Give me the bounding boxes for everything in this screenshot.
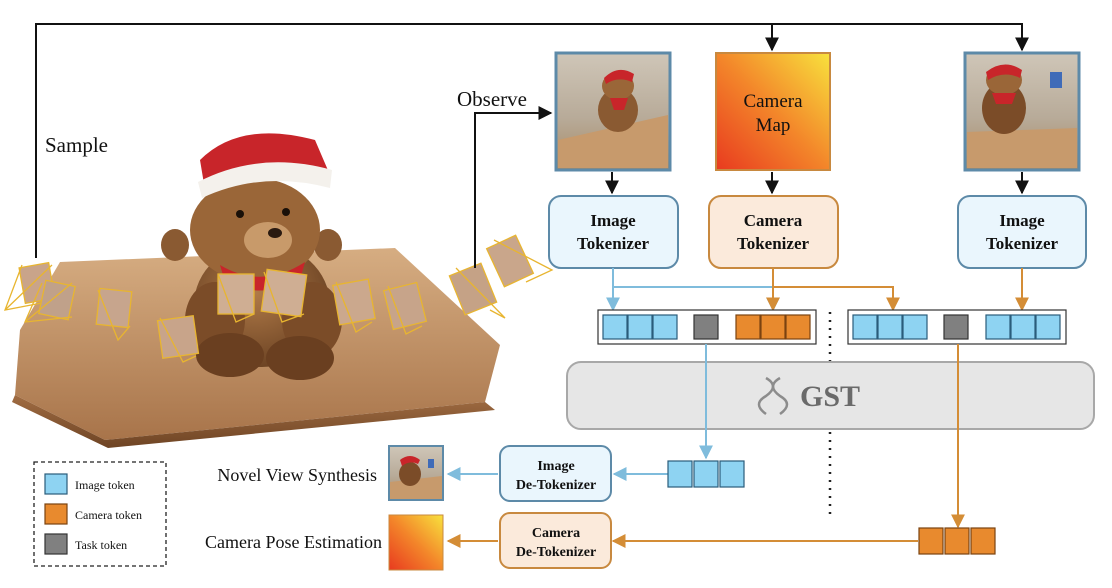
legend-swatch-image — [44, 473, 68, 495]
camera-tokenizer-line2: Tokenizer — [737, 234, 810, 253]
image-token — [602, 314, 628, 340]
camera-token — [944, 527, 970, 555]
observe-arrow — [474, 106, 553, 268]
camera-frustum — [485, 234, 554, 288]
image-token — [667, 460, 693, 488]
image-token — [719, 460, 745, 488]
image-tokenizer-2-line1: Image — [999, 211, 1045, 230]
legend-swatch-task — [44, 533, 68, 555]
camera-detokenizer-line1: Camera — [532, 526, 580, 541]
legend-swatch-camera — [44, 503, 68, 525]
camera-frustum — [217, 273, 255, 323]
novel-view-output-image — [388, 445, 444, 501]
camera-detokenizer-line2: De-Tokenizer — [516, 545, 596, 560]
camera-map-line1: Camera — [743, 91, 803, 112]
camera-frustum — [23, 279, 76, 323]
token-sequence-right — [847, 309, 1067, 345]
camera-frustum — [95, 287, 133, 342]
image-token — [652, 314, 678, 340]
image-detokenizer-line2: De-Tokenizer — [516, 478, 596, 493]
tokenizer-output-arrows — [606, 268, 1029, 312]
image-tokenizer-1-line1: Image — [590, 211, 636, 230]
camera-pose-estimation-label: Camera Pose Estimation — [205, 532, 382, 552]
task-token — [943, 314, 969, 340]
sample-arrow — [35, 23, 1029, 258]
camera-token — [918, 527, 944, 555]
camera-map-line2: Map — [756, 115, 791, 136]
legend-label-task: Task token — [75, 538, 127, 552]
camera-frustum — [332, 278, 376, 333]
camera-tokenizer: Camera Tokenizer — [708, 195, 839, 269]
output-arrows — [446, 344, 965, 548]
legend: Image token Camera token Task token — [33, 461, 167, 567]
camera-token — [735, 314, 761, 340]
image-detokenizer: Image De-Tokenizer — [499, 445, 612, 502]
camera-token — [760, 314, 786, 340]
camera-frustum — [156, 314, 200, 363]
camera-frustum — [382, 281, 428, 335]
dna-icon — [757, 376, 789, 416]
camera-frustums — [3, 234, 554, 363]
camera-map-input: Camera Map — [715, 52, 831, 171]
observed-image — [554, 51, 672, 172]
camera-tokens-arrow — [772, 268, 900, 312]
image-token — [627, 314, 653, 340]
sample-label: Sample — [45, 133, 108, 157]
image-tokenizer-2-line2: Tokenizer — [986, 234, 1059, 253]
legend-label-image: Image token — [75, 478, 135, 492]
image-token — [1010, 314, 1036, 340]
observe-label: Observe — [457, 87, 527, 111]
image-token — [1035, 314, 1061, 340]
image-token — [693, 460, 719, 488]
camera-token — [785, 314, 811, 340]
image-token — [852, 314, 878, 340]
task-token — [693, 314, 719, 340]
image-token — [985, 314, 1011, 340]
image-tokenizer-1-line2: Tokenizer — [577, 234, 650, 253]
image-token — [877, 314, 903, 340]
legend-label-camera: Camera token — [75, 508, 142, 522]
sample-routing-arrows — [35, 23, 1029, 268]
camera-tokenizer-line1: Camera — [744, 211, 803, 230]
output-camera-tokens — [918, 527, 996, 555]
camera-frustum — [448, 262, 506, 319]
teddy-bear-scene — [3, 133, 554, 448]
output-image-tokens — [667, 460, 745, 488]
image-detokenizer-line1: Image — [537, 459, 574, 474]
camera-token — [970, 527, 996, 555]
target-image — [963, 51, 1081, 172]
token-sequence-left — [597, 309, 817, 345]
camera-frustum — [260, 268, 308, 323]
camera-pose-output-map — [388, 514, 444, 571]
novel-view-synthesis-label: Novel View Synthesis — [217, 465, 377, 485]
gst-block: GST — [566, 361, 1095, 430]
gst-label: GST — [800, 380, 860, 413]
camera-detokenizer: Camera De-Tokenizer — [499, 512, 612, 569]
image-tokenizer-2: Image Tokenizer — [957, 195, 1087, 269]
image-token — [902, 314, 928, 340]
image-tokenizer-1: Image Tokenizer — [548, 195, 679, 269]
